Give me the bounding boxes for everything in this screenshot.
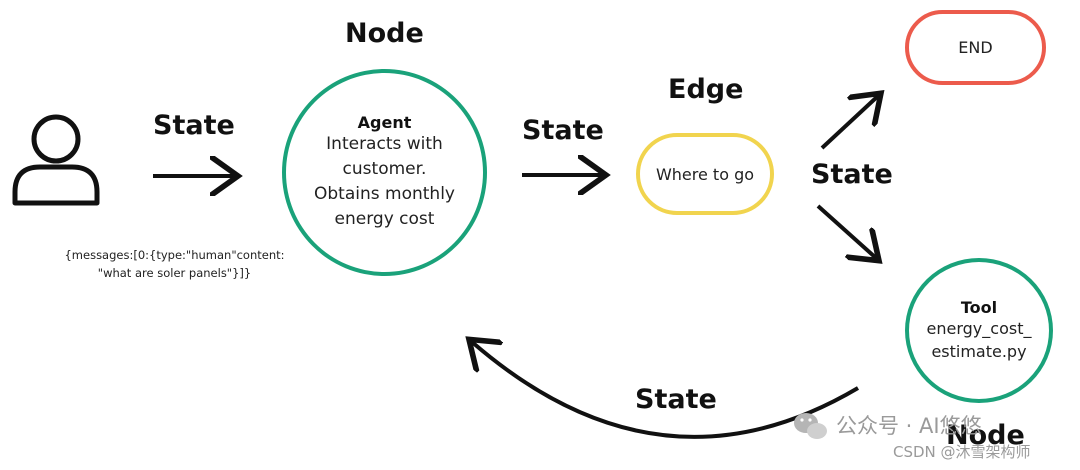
agent-description-line: customer.	[342, 159, 427, 179]
agent-node[interactable]: Agent Interacts with customer. Obtains m…	[282, 69, 487, 276]
state-label-user: State	[153, 110, 235, 141]
node-label-top: Node	[345, 18, 424, 49]
agent-description-line: energy cost	[334, 209, 435, 229]
csdn-watermark: CSDN @沐雪架构师	[893, 443, 1031, 461]
tool-title: Tool	[960, 298, 998, 317]
wechat-logo-icon	[794, 413, 827, 439]
arrow-edge-to-tool	[816, 204, 876, 258]
agent-description-line: Obtains monthly	[314, 184, 455, 204]
user-icon	[12, 114, 100, 206]
state-message-text: {messages:[0:{type:"human"content: "what…	[62, 246, 287, 282]
wechat-watermark: 公众号 · AI悠悠	[836, 414, 982, 438]
state-label-agent: State	[522, 115, 604, 146]
state-label-return: State	[635, 384, 717, 415]
agent-description-line: Interacts with	[326, 134, 443, 154]
tool-node[interactable]: Tool energy_cost_ estimate.py	[905, 258, 1053, 403]
node-label-bottom: Node	[946, 420, 1025, 451]
router-edge[interactable]: Where to go	[636, 133, 774, 215]
agent-title: Agent	[357, 113, 412, 132]
tool-filename-line: estimate.py	[931, 342, 1027, 361]
end-node[interactable]: END	[905, 10, 1046, 85]
state-message-line: {messages:[0:{type:"human"content:	[64, 248, 285, 262]
arrow-edge-to-end	[820, 96, 878, 150]
tool-filename-line: energy_cost_	[926, 319, 1032, 338]
edge-label: Edge	[668, 74, 744, 105]
state-message-line: "what are soler panels"}]}	[97, 266, 252, 280]
end-text: END	[958, 38, 993, 57]
state-label-router: State	[811, 159, 893, 190]
router-text: Where to go	[655, 164, 755, 184]
